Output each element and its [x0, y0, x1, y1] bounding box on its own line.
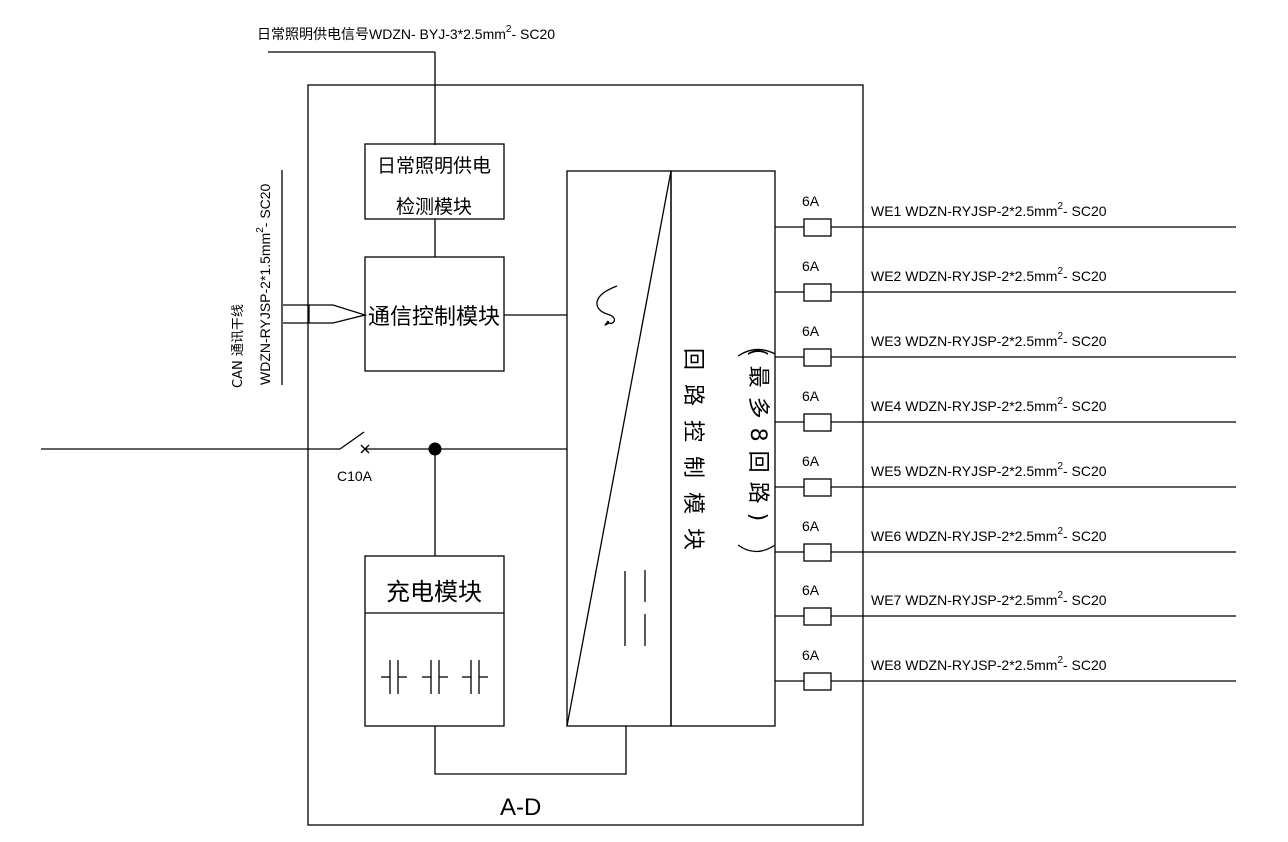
can-bus-connector [283, 304, 368, 324]
fuse-icon [803, 672, 832, 691]
can-bus-cable-label: WDZN-RYJSP-2*1.5mm2- SC20 [255, 183, 273, 385]
top-feed: 日常照明供电信号WDZN- BYJ-3*2.5mm2- SC20 [257, 24, 555, 145]
inverter-diagonal [566, 170, 672, 727]
detect-module-label-1: 日常照明供电 [377, 155, 491, 177]
circuit-we3: 6A WE3 WDZN-RYJSP-2*2.5mm2- SC20 [775, 323, 1236, 367]
main-input: C10A [41, 431, 567, 556]
battery-icon [422, 660, 448, 694]
loop-control-box [670, 170, 776, 727]
circuit-label: WE1 WDZN-RYJSP-2*2.5mm2- SC20 [871, 201, 1107, 219]
charge-module-label: 充电模块 [386, 578, 482, 606]
panel-label: A-D [500, 794, 541, 821]
loop-control-label: 回路控制模块 [680, 348, 705, 564]
charger-return-wire [434, 726, 627, 775]
inverter-block [566, 170, 672, 727]
circuit-label: WE2 WDZN-RYJSP-2*2.5mm2- SC20 [871, 266, 1107, 284]
circuit-id: WE5 [871, 463, 905, 479]
fuse-rating: 6A [802, 258, 820, 274]
circuit-we8: 6A WE8 WDZN-RYJSP-2*2.5mm2- SC20 [775, 647, 1236, 691]
loop-control-note: (最多8回路) [745, 348, 770, 530]
fuse-rating: 6A [802, 193, 820, 209]
circuit-cable: WDZN-RYJSP-2*2.5mm [905, 268, 1057, 284]
circuit-id: WE4 [871, 398, 905, 414]
fuse-rating: 6A [802, 453, 820, 469]
circuit-id: WE6 [871, 528, 905, 544]
can-bus-title: CAN 通讯干线 [231, 304, 246, 388]
fuse-icon [803, 607, 832, 626]
circuit-cable: WDZN-RYJSP-2*2.5mm [905, 528, 1057, 544]
circuit-we4: 6A WE4 WDZN-RYJSP-2*2.5mm2- SC20 [775, 388, 1236, 432]
circuit-label: WE4 WDZN-RYJSP-2*2.5mm2- SC20 [871, 396, 1107, 414]
battery-icon [462, 660, 488, 694]
loop-control-module: 回路控制模块 (最多8回路) [670, 170, 776, 727]
top-feed-label: 日常照明供电信号WDZN- BYJ-3*2.5mm2- SC20 [257, 24, 555, 42]
breaker-switch-blade [339, 431, 365, 450]
fuse-icon [803, 348, 832, 367]
circuit-label: WE3 WDZN-RYJSP-2*2.5mm2- SC20 [871, 331, 1107, 349]
detect-module: 日常照明供电 检测模块 [364, 143, 505, 220]
fuse-icon [803, 478, 832, 497]
circuit-we1: 6A WE1 WDZN-RYJSP-2*2.5mm2- SC20 [775, 193, 1236, 237]
fuse-rating: 6A [802, 388, 820, 404]
circuit-cable: WDZN-RYJSP-2*2.5mm [905, 592, 1057, 608]
comm-module: 通信控制模块 [364, 256, 505, 372]
note-close-bracket [737, 544, 776, 553]
detect-module-label-2: 检测模块 [396, 196, 472, 218]
circuit-cable: WDZN-RYJSP-2*2.5mm [905, 657, 1057, 673]
circuit-cable: WDZN-RYJSP-2*2.5mm [905, 203, 1057, 219]
fuse-icon [803, 218, 832, 237]
circuit-label: WE6 WDZN-RYJSP-2*2.5mm2- SC20 [871, 526, 1107, 544]
fuse-icon [803, 283, 832, 302]
charge-module: 充电模块 [364, 555, 505, 727]
breaker-label: C10A [337, 468, 373, 484]
circuit-cable: WDZN-RYJSP-2*2.5mm [905, 463, 1057, 479]
circuit-we6: 6A WE6 WDZN-RYJSP-2*2.5mm2- SC20 [775, 518, 1236, 562]
circuit-id: WE1 [871, 203, 905, 219]
circuit-label: WE7 WDZN-RYJSP-2*2.5mm2- SC20 [871, 590, 1107, 608]
fuse-rating: 6A [802, 518, 820, 534]
circuit-id: WE7 [871, 592, 905, 608]
circuit-cable: WDZN-RYJSP-2*2.5mm [905, 333, 1057, 349]
fuse-icon [803, 543, 832, 562]
circuit-we5: 6A WE5 WDZN-RYJSP-2*2.5mm2- SC20 [775, 453, 1236, 497]
battery-icon [381, 660, 407, 694]
ac-symbol-icon [596, 285, 618, 326]
fuse-rating: 6A [802, 647, 820, 663]
panel-enclosure [307, 84, 864, 826]
note-open-bracket [737, 348, 776, 357]
circuit-id: WE8 [871, 657, 905, 673]
circuit-id: WE3 [871, 333, 905, 349]
outgoing-circuits: 6A WE1 WDZN-RYJSP-2*2.5mm2- SC20 6A WE2 WDZ… [737, 193, 1236, 691]
dc-symbol-icon [624, 570, 646, 646]
can-bus: CAN 通讯干线 WDZN-RYJSP-2*1.5mm2- SC20 [231, 170, 368, 388]
comm-module-label: 通信控制模块 [368, 305, 500, 330]
circuit-label: WE8 WDZN-RYJSP-2*2.5mm2- SC20 [871, 655, 1107, 673]
comm-module-box [364, 256, 505, 372]
circuit-we7: 6A WE7 WDZN-RYJSP-2*2.5mm2- SC20 [775, 582, 1236, 626]
fuse-rating: 6A [802, 323, 820, 339]
circuit-label: WE5 WDZN-RYJSP-2*2.5mm2- SC20 [871, 461, 1107, 479]
circuit-we2: 6A WE2 WDZN-RYJSP-2*2.5mm2- SC20 [775, 258, 1236, 302]
fuse-icon [803, 413, 832, 432]
circuit-id: WE2 [871, 268, 905, 284]
circuit-cable: WDZN-RYJSP-2*2.5mm [905, 398, 1057, 414]
fuse-rating: 6A [802, 582, 820, 598]
